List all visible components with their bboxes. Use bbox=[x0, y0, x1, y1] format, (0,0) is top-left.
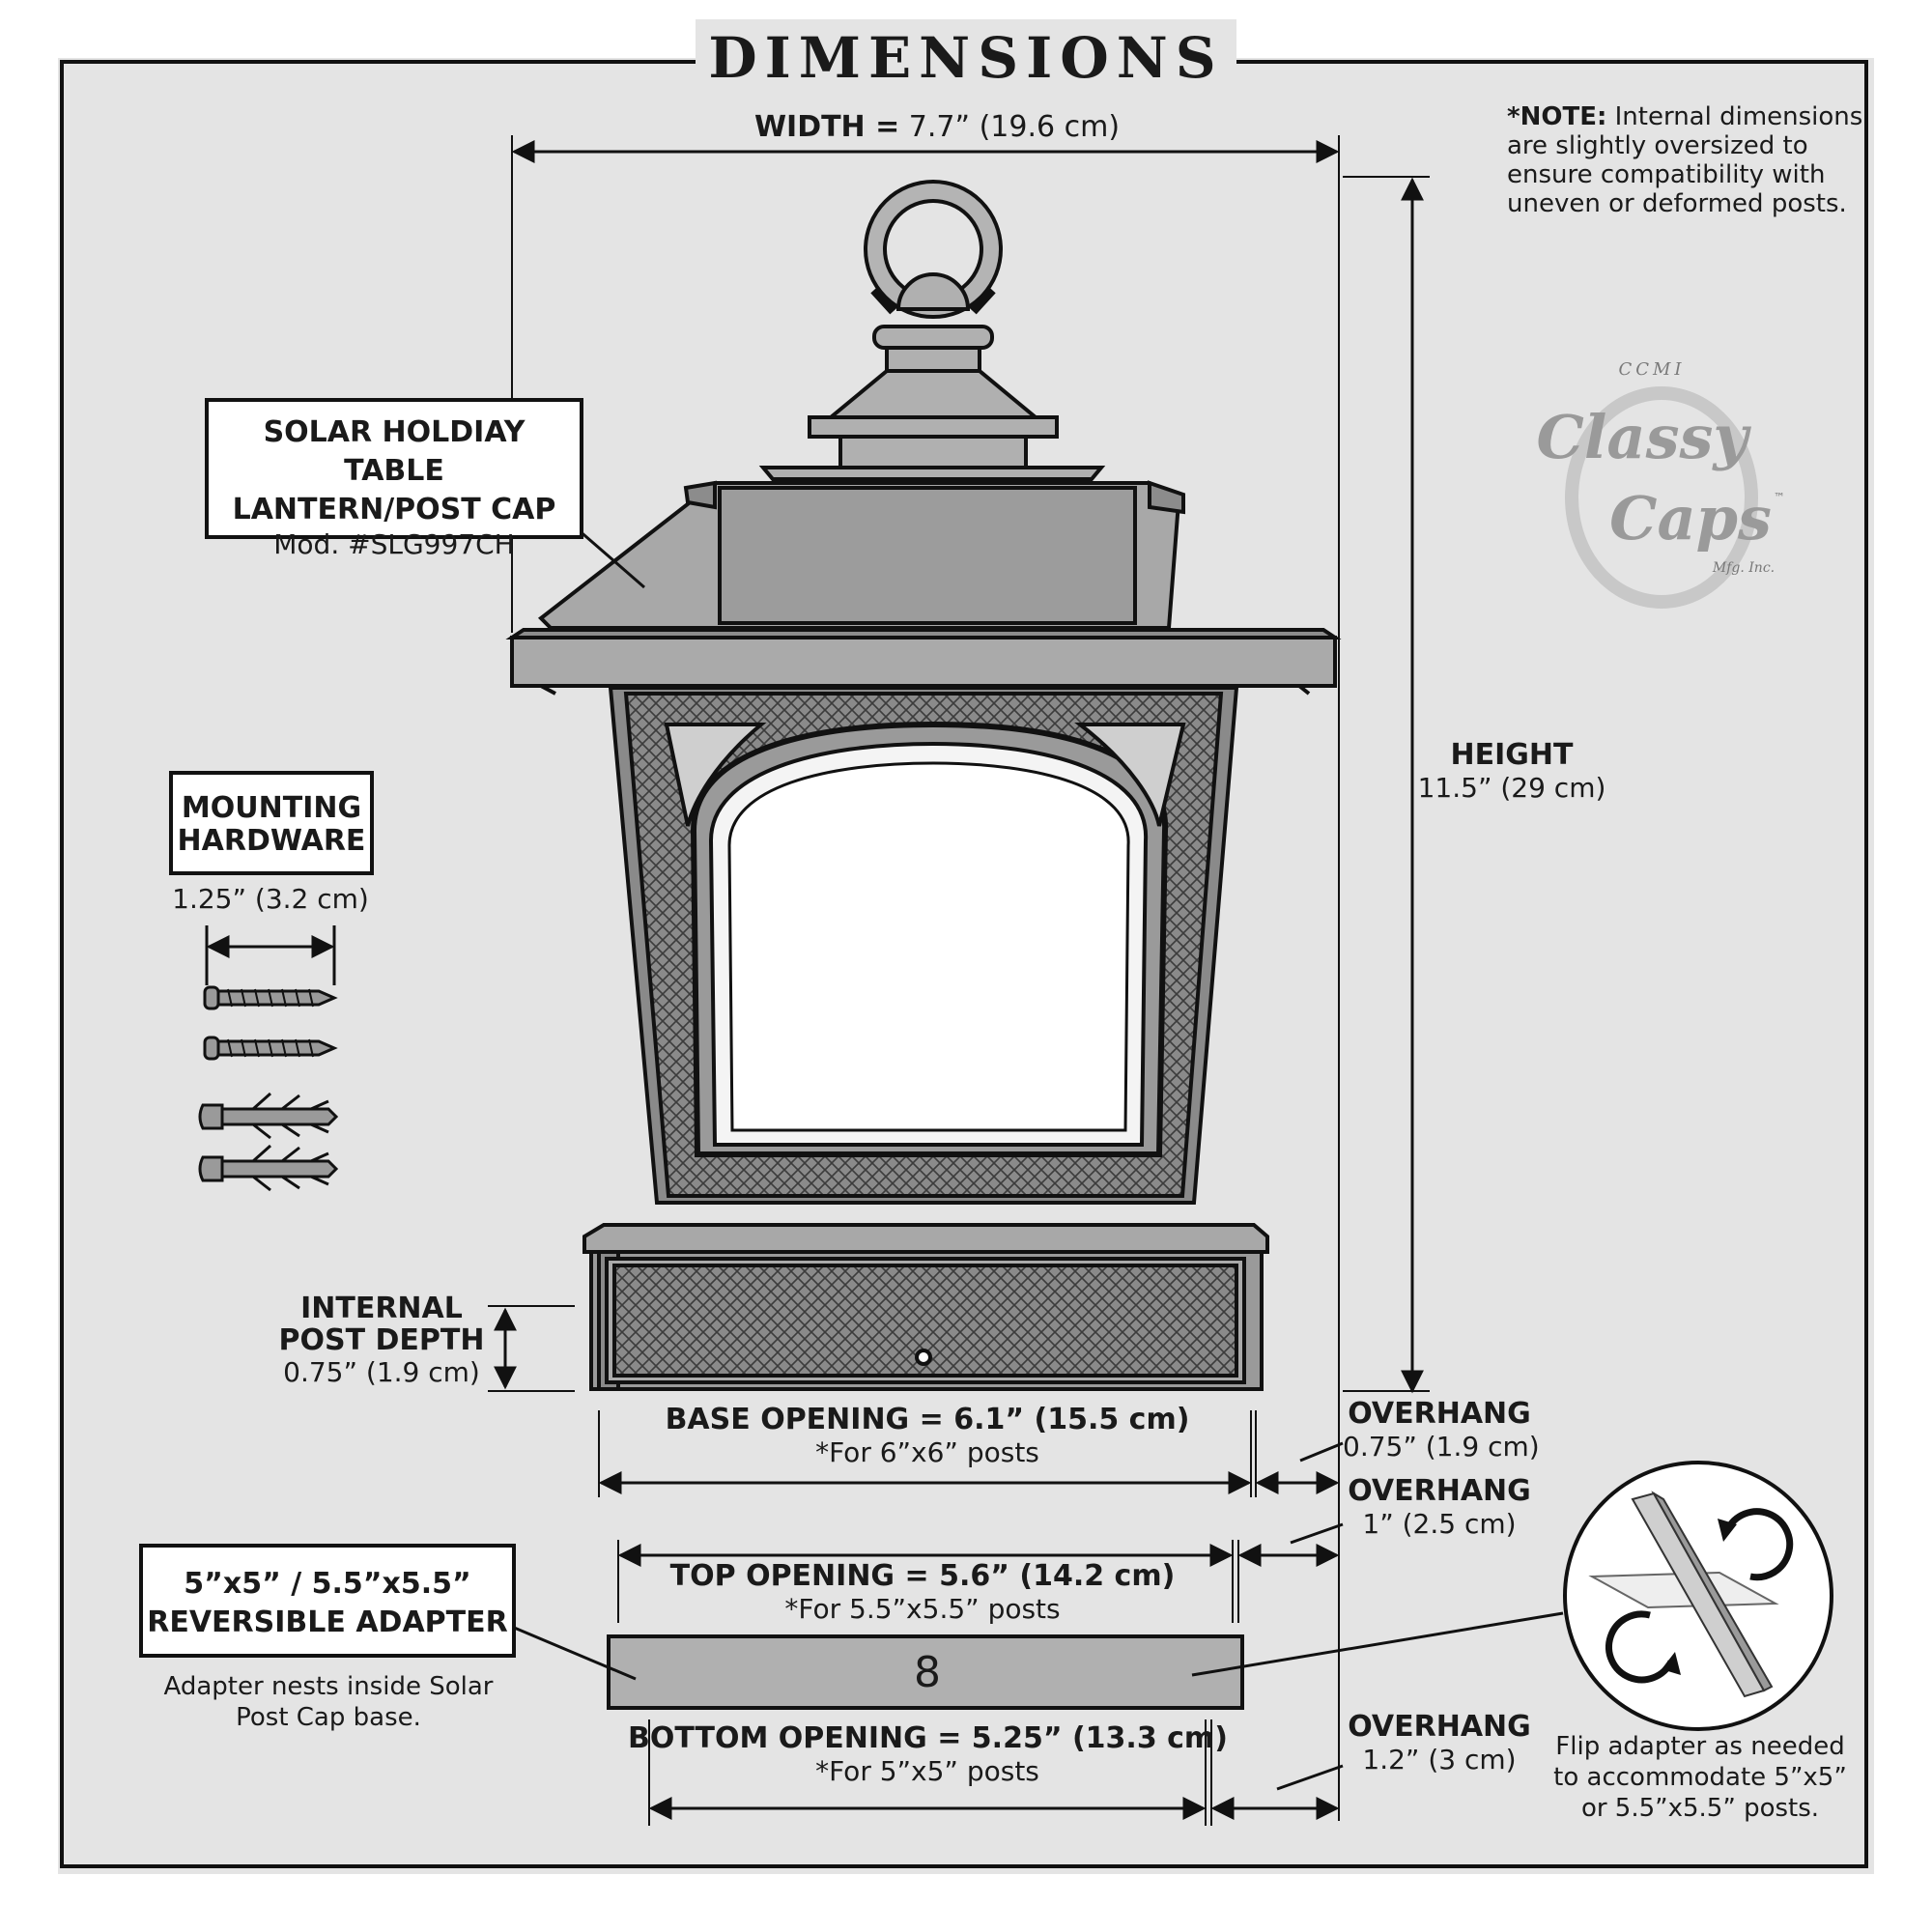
height-dimension: HEIGHT 11.5” (29 cm) bbox=[1401, 738, 1623, 804]
flip-caption-line1: Flip adapter as needed bbox=[1555, 1732, 1845, 1761]
note-label: *NOTE: bbox=[1507, 102, 1607, 131]
adapter-bar bbox=[607, 1634, 1244, 1710]
post-depth-value: 0.75” (1.9 cm) bbox=[283, 1356, 480, 1388]
post-depth-line2: POST DEPTH bbox=[278, 1323, 485, 1357]
bottom-opening-label: BOTTOM OPENING = 5.25” (13.3 cm) bbox=[628, 1721, 1228, 1755]
logo-top-text: CCMI bbox=[1618, 359, 1686, 380]
adapter-mark: 8 bbox=[914, 1648, 941, 1697]
mounting-line2: HARDWARE bbox=[177, 824, 366, 858]
logo-word2: Caps bbox=[1609, 483, 1772, 554]
overhang-3-label: OVERHANG bbox=[1348, 1710, 1531, 1744]
logo-trademark: ™ bbox=[1774, 491, 1785, 504]
base-opening-dimension: BASE OPENING = 6.1” (15.5 cm) *For 6”x6”… bbox=[618, 1403, 1236, 1468]
flip-caption-line3: or 5.5”x5.5” posts. bbox=[1580, 1794, 1820, 1823]
height-label: HEIGHT bbox=[1450, 738, 1574, 772]
logo-subtext: Mfg. Inc. bbox=[1712, 560, 1776, 576]
mounting-hardware-box: MOUNTING HARDWARE bbox=[169, 771, 374, 875]
adapter-caption-line1: Adapter nests inside Solar bbox=[163, 1672, 494, 1701]
overhang-1-label: OVERHANG bbox=[1348, 1397, 1531, 1431]
wall-anchors bbox=[198, 1092, 339, 1192]
adapter-line1: 5”x5” / 5.5”x5.5” bbox=[184, 1567, 471, 1601]
lantern-body bbox=[608, 686, 1239, 1205]
flip-caption-line2: to accommodate 5”x5” bbox=[1553, 1763, 1847, 1792]
adapter-line2: REVERSIBLE ADAPTER bbox=[147, 1605, 508, 1639]
overhang-1: OVERHANG 0.75” (1.9 cm) bbox=[1343, 1397, 1540, 1463]
lantern-roof bbox=[505, 480, 1342, 705]
product-name-line2: LANTERN/POST CAP bbox=[232, 493, 556, 526]
note-text: *NOTE: Internal dimensions are slightly … bbox=[1507, 102, 1874, 218]
overhang-3-value: 1.2” (3 cm) bbox=[1362, 1744, 1517, 1776]
flip-adapter-illustration bbox=[1563, 1461, 1833, 1731]
lantern-finial bbox=[758, 272, 1106, 481]
post-depth-line1: INTERNAL bbox=[300, 1292, 463, 1325]
page-title: DIMENSIONS bbox=[696, 19, 1236, 97]
lantern-base bbox=[582, 1223, 1269, 1391]
top-opening-note: *For 5.5”x5.5” posts bbox=[784, 1593, 1061, 1625]
flip-caption: Flip adapter as needed to accommodate 5”… bbox=[1536, 1731, 1864, 1824]
base-opening-label: BASE OPENING = 6.1” (15.5 cm) bbox=[665, 1403, 1190, 1436]
width-label: WIDTH = bbox=[753, 110, 900, 144]
product-name-line1: SOLAR HOLDIAY TABLE bbox=[263, 415, 526, 488]
overhang-1-value: 0.75” (1.9 cm) bbox=[1343, 1431, 1540, 1463]
leader-lines bbox=[511, 527, 1564, 1791]
mounting-screws bbox=[203, 985, 338, 1061]
base-opening-note: *For 6”x6” posts bbox=[815, 1436, 1039, 1468]
bottom-opening-dimension: BOTTOM OPENING = 5.25” (13.3 cm) *For 5”… bbox=[628, 1721, 1228, 1787]
adapter-label-box: 5”x5” / 5.5”x5.5” REVERSIBLE ADAPTER bbox=[139, 1544, 516, 1658]
height-value: 11.5” (29 cm) bbox=[1417, 772, 1606, 804]
note-body: Internal dimensions are slightly oversiz… bbox=[1507, 102, 1863, 218]
top-opening-label: TOP OPENING = 5.6” (14.2 cm) bbox=[669, 1559, 1176, 1593]
overhang-2-label: OVERHANG bbox=[1348, 1474, 1531, 1508]
adapter-caption-line2: Post Cap base. bbox=[236, 1703, 421, 1732]
overhang-2: OVERHANG 1” (2.5 cm) bbox=[1343, 1474, 1536, 1540]
overhang-2-value: 1” (2.5 cm) bbox=[1362, 1508, 1517, 1540]
top-opening-dimension: TOP OPENING = 5.6” (14.2 cm) *For 5.5”x5… bbox=[628, 1559, 1217, 1625]
mounting-line1: MOUNTING bbox=[181, 791, 362, 825]
dimension-lines bbox=[205, 135, 1430, 1826]
width-dimension: WIDTH = 7.7” (19.6 cm) bbox=[753, 110, 1121, 144]
bottom-opening-note: *For 5”x5” posts bbox=[815, 1755, 1039, 1787]
overhang-3: OVERHANG 1.2” (3 cm) bbox=[1343, 1710, 1536, 1776]
mounting-size: 1.25” (3.2 cm) bbox=[172, 883, 369, 915]
adapter-caption: Adapter nests inside Solar Post Cap base… bbox=[145, 1671, 512, 1733]
classy-caps-logo: CCMI Classy Caps ™ Mfg. Inc. bbox=[1507, 359, 1797, 618]
logo-word1: Classy bbox=[1536, 402, 1748, 472]
post-depth-label: INTERNAL POST DEPTH 0.75” (1.9 cm) bbox=[270, 1293, 493, 1388]
product-label-box: SOLAR HOLDIAY TABLE LANTERN/POST CAP Mod… bbox=[205, 398, 583, 560]
width-value: 7.7” (19.6 cm) bbox=[908, 110, 1121, 144]
product-model: Mod. #SLG997CH bbox=[273, 528, 515, 560]
